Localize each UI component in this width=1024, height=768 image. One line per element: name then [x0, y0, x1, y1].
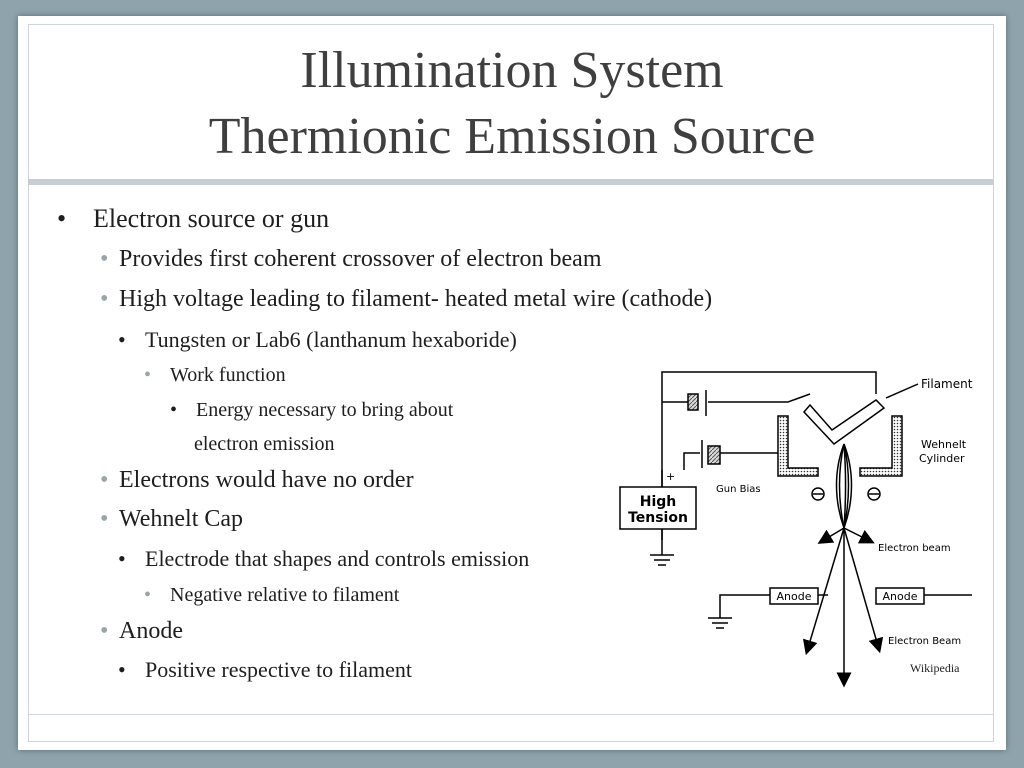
bullet-continuation: electron emission: [194, 433, 335, 456]
slide: Illumination System Thermionic Emission …: [18, 16, 1006, 750]
bullet-item: • Negative relative to filament: [144, 584, 400, 607]
bullet-item: • Electrode that shapes and controls emi…: [118, 546, 530, 572]
bullet-item: • Work function: [144, 364, 286, 387]
wehnelt-label-1: Wehnelt: [921, 438, 967, 451]
high-tension-box: [619, 486, 697, 530]
filament-icon: [802, 399, 886, 445]
bullet-marker: •: [100, 467, 109, 493]
beam-arrow: [817, 527, 845, 544]
beam-line: [835, 443, 845, 529]
bullet-text: Electrons would have no order: [119, 467, 414, 493]
bullet-text: electron emission: [194, 433, 335, 455]
anode-left-label: Anode: [777, 590, 812, 603]
bullet-text: Provides first coherent crossover of ele…: [119, 246, 602, 272]
bullet-marker: •: [100, 286, 109, 312]
gun-bias-label: Gun Bias: [716, 484, 761, 495]
beam-arrow: [843, 527, 875, 544]
bullet-marker: •: [100, 246, 109, 272]
bullet-item: • High voltage leading to filament- heat…: [100, 286, 713, 313]
title-divider: [28, 179, 994, 185]
filament-pointer: [885, 383, 919, 399]
bullet-marker: •: [170, 399, 178, 421]
bullet-marker: •: [118, 546, 126, 571]
bullet-text: Energy necessary to bring about: [196, 399, 454, 421]
bullet-item: • Anode: [100, 618, 183, 645]
wehnelt-label-2: Cylinder: [919, 452, 965, 465]
anode-right-box: [875, 587, 925, 605]
bullet-text: High voltage leading to filament- heated…: [119, 286, 713, 312]
electron-beam-label-top: Electron beam: [878, 543, 951, 554]
bullet-item: • Wehnelt Cap: [100, 506, 244, 533]
anode-right-label: Anode: [883, 590, 918, 603]
beam-arrow: [802, 527, 845, 656]
filament-label: Filament: [921, 377, 973, 391]
bullet-marker: •: [100, 506, 109, 532]
credit-text: Wikipedia: [910, 661, 960, 675]
high-label: High: [640, 494, 677, 510]
bullet-item: • Tungsten or Lab6 (lanthanum hexaboride…: [118, 327, 517, 353]
bullet-item: • Positive respective to filament: [118, 657, 412, 683]
electron-beam-label-bottom: Electron Beam: [888, 636, 961, 647]
bullet-text: Electron source or gun: [93, 204, 330, 233]
bullet-text: Negative relative to filament: [170, 584, 400, 606]
bullet-item: • Provides first coherent crossover of e…: [100, 246, 602, 273]
electron-gun-diagram: Filament Wehnelt Cylinder Gun Bias + Hig…: [619, 371, 973, 688]
bullet-marker: •: [57, 204, 67, 233]
bullet-text: Anode: [119, 618, 183, 644]
bullet-item: • Electron source or gun: [57, 204, 330, 234]
footer-line: [28, 714, 994, 715]
battery-2-icon: [707, 445, 721, 465]
wire-top: [661, 371, 877, 470]
bullet-text: Wehnelt Cap: [119, 506, 244, 532]
wehnelt-right-icon: [859, 415, 903, 477]
beam-arrow: [843, 527, 884, 654]
battery-1-icon: [687, 393, 699, 411]
bullet-marker: •: [118, 657, 126, 682]
slide-title: Illumination System Thermionic Emission …: [18, 38, 1006, 170]
bullet-text: Work function: [170, 364, 286, 386]
bullet-text: Positive respective to filament: [145, 657, 412, 682]
tension-label: Tension: [628, 510, 688, 526]
title-line-1: Illumination System: [300, 42, 724, 99]
bullet-marker: •: [144, 584, 152, 606]
bullet-marker: •: [118, 327, 126, 352]
bullet-marker: •: [144, 364, 152, 386]
bullet-marker: •: [100, 618, 109, 644]
bullet-text: Electrode that shapes and controls emiss…: [145, 546, 530, 571]
wehnelt-left-icon: [777, 415, 819, 477]
title-line-2: Thermionic Emission Source: [208, 108, 816, 165]
wire-filament-left: [708, 393, 811, 403]
plus-label: +: [666, 470, 675, 483]
bullet-text: Tungsten or Lab6 (lanthanum hexaboride): [145, 327, 517, 352]
bullet-item: • Electrons would have no order: [100, 467, 414, 494]
anode-left-box: [769, 587, 819, 605]
bullet-item: • Energy necessary to bring about: [170, 399, 454, 422]
slide-frame: [28, 24, 994, 742]
